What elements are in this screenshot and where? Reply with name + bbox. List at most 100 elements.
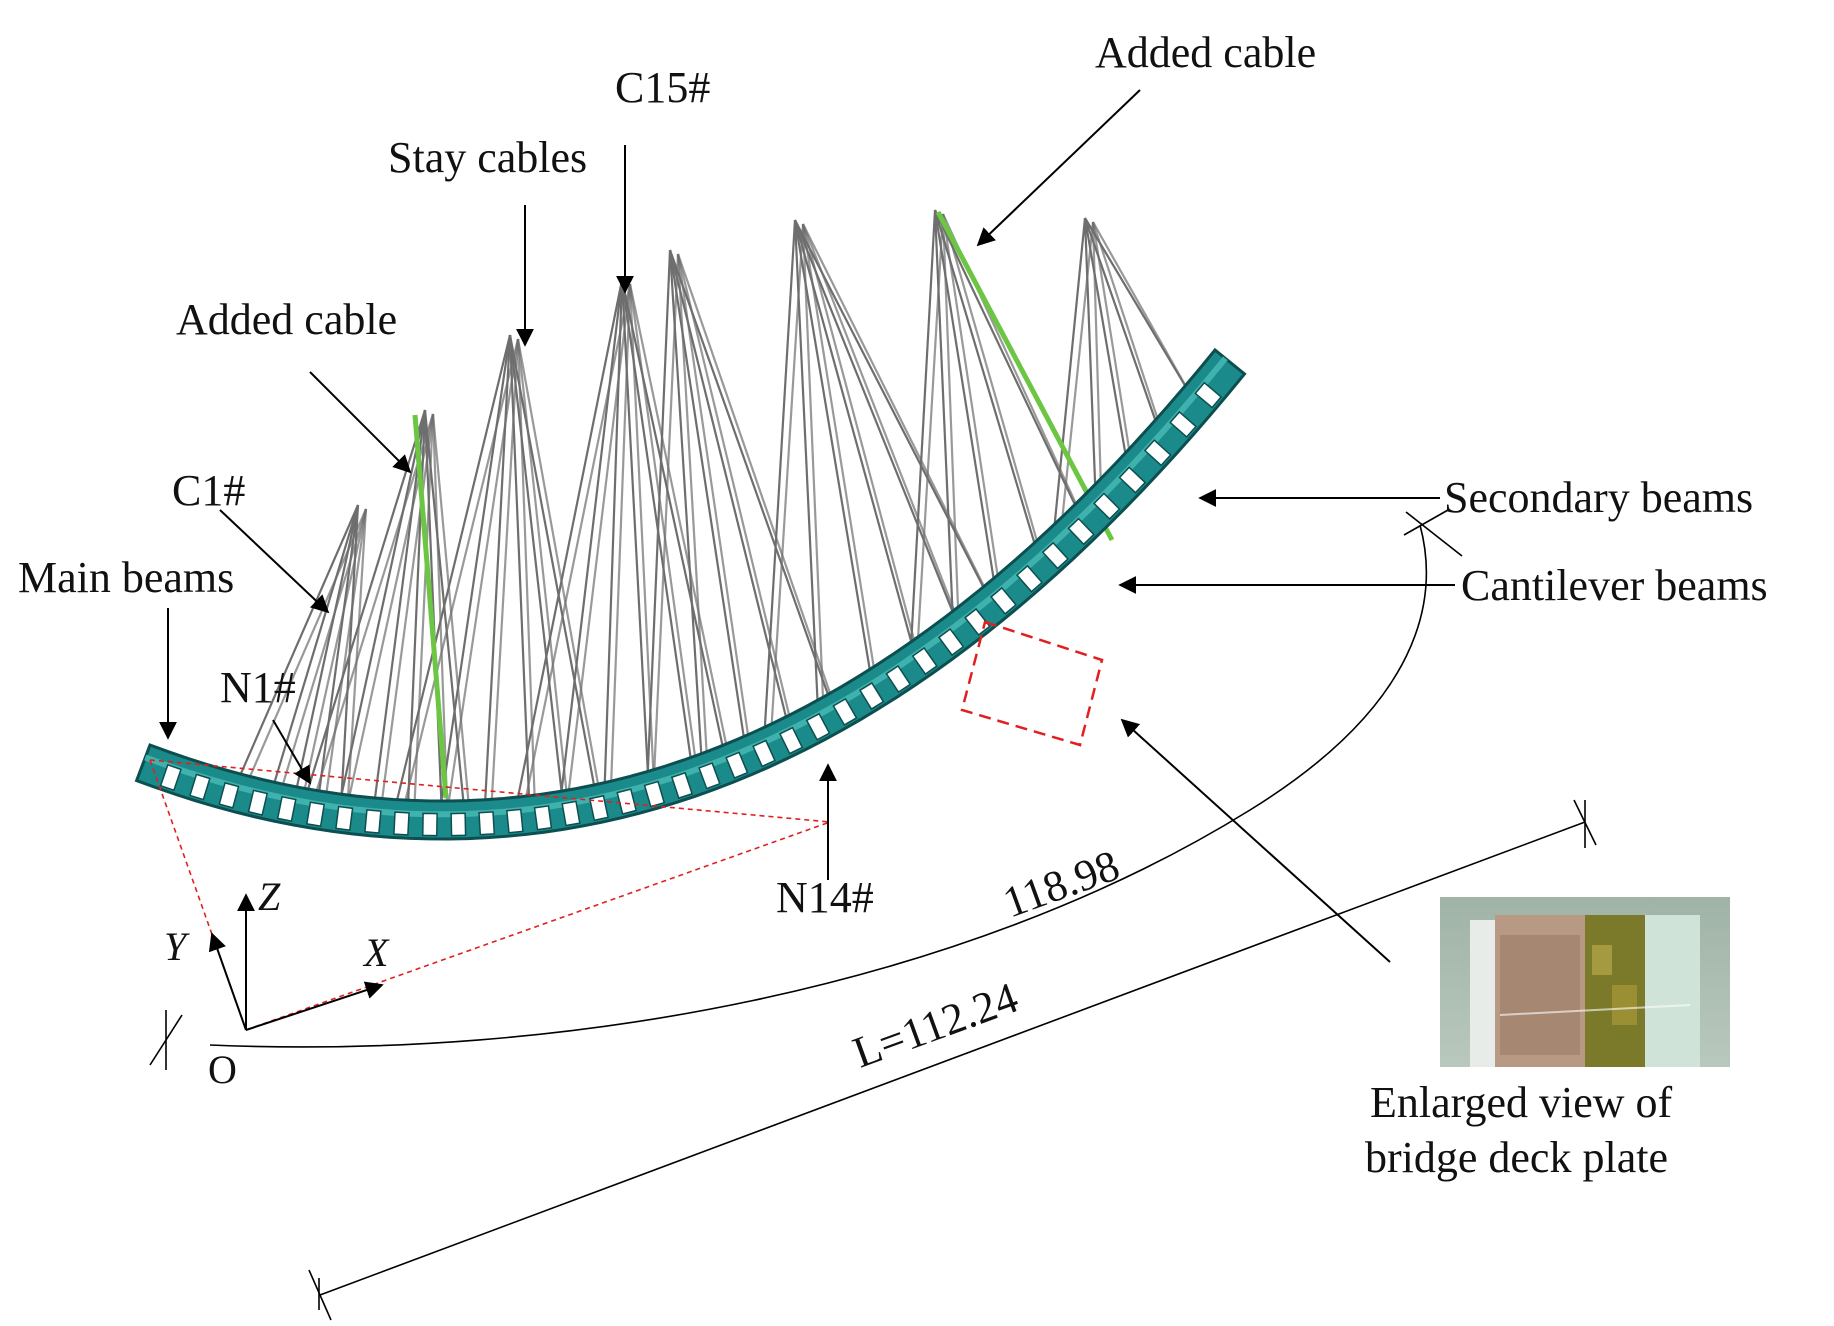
label-axis-z: Z (258, 874, 281, 919)
label-added-cable-left: Added cable (176, 295, 397, 344)
leader-n1 (272, 719, 311, 785)
stay-cable (279, 508, 368, 793)
stay-cable (1059, 221, 1095, 535)
secondary-beam-opening (159, 763, 182, 792)
secondary-beam-opening (1143, 439, 1172, 467)
leader-added-cable-top (976, 89, 1141, 247)
arc-dimension-tick-right-bar (1403, 509, 1449, 536)
inset-caption-line2: bridge deck plate (1365, 1133, 1668, 1182)
stay-cable (628, 283, 698, 768)
label-n14: N14# (776, 873, 874, 922)
label-origin: O (208, 1047, 237, 1092)
stay-cable (676, 253, 709, 764)
stay-cable (769, 223, 805, 738)
deck-plate-photo (1440, 897, 1730, 1067)
stay-cable (490, 338, 520, 810)
stay-cable (793, 219, 954, 612)
stay-cable (431, 413, 449, 812)
label-secondary-beams: Secondary beams (1444, 473, 1753, 522)
secondary-beam-opening (990, 586, 1017, 615)
leader-added-cable-left (309, 371, 412, 474)
secondary-beam-opening (247, 789, 269, 816)
label-main-beams: Main beams (18, 553, 234, 602)
stay-cable (402, 338, 520, 810)
label-arc-length: 118.98 (997, 841, 1126, 928)
stay-cable (763, 219, 797, 728)
label-added-cable-top: Added cable (1095, 28, 1316, 77)
stay-cable (628, 283, 730, 756)
secondary-beam-opening (533, 805, 553, 831)
label-stay-cables: Stay cables (388, 133, 587, 182)
axis-x-arrow (245, 981, 384, 1031)
secondary-beam-opening (189, 773, 211, 801)
stay-cable (1091, 221, 1133, 464)
secondary-beam-opening (364, 809, 382, 834)
secondary-beam-opening (393, 811, 410, 836)
stay-cable (413, 413, 435, 811)
stay-cable (609, 283, 632, 793)
secondary-beam-opening (885, 664, 912, 694)
secondary-beam-opening (218, 781, 240, 809)
secondary-beam-opening (1067, 517, 1095, 546)
secondary-beam-opening (725, 751, 749, 779)
secondary-beam-opening (1092, 492, 1121, 521)
stay-cable (933, 209, 954, 612)
stay-cable (516, 338, 602, 796)
arc-dimension-line (209, 524, 1428, 1048)
stay-cable (239, 504, 360, 775)
stay-cable (916, 213, 945, 652)
stay-cable (1053, 217, 1087, 525)
secondary-beam-opening (805, 712, 831, 741)
stay-cable (1092, 221, 1193, 397)
secondary-beam-opening (1169, 410, 1197, 439)
projection-line-x (149, 759, 831, 823)
stay-cable (934, 209, 1076, 506)
deck-plate-highlight-box (960, 620, 1104, 747)
stay-cable (273, 504, 360, 783)
stay-cable (522, 283, 632, 808)
secondary-beam-opening (1194, 381, 1223, 409)
secondary-beam-opening (937, 627, 965, 657)
stay-cable (801, 223, 825, 711)
stay-cable (802, 223, 991, 598)
secondary-beam-opening (1041, 541, 1070, 570)
leader-c1 (219, 509, 330, 614)
stay-cable (508, 334, 563, 792)
span-dimension-tick-left (308, 1269, 332, 1321)
stay-cable (793, 219, 871, 670)
stay-cable (324, 508, 368, 802)
arc-dimension-tick-right (1405, 511, 1463, 557)
secondary-beam-opening (276, 795, 297, 823)
bridge-deck (134, 347, 1247, 841)
secondary-beam-opening (561, 800, 581, 827)
stay-cable (440, 334, 512, 802)
label-c15: C15# (615, 63, 710, 112)
stay-cable (676, 253, 836, 705)
secondary-beam-opening (506, 808, 524, 834)
stay-cable (1083, 217, 1097, 485)
stay-cable (668, 249, 830, 695)
stay-cable (676, 253, 794, 728)
stay-cable (1091, 221, 1103, 495)
secondary-beam-opening (858, 681, 885, 711)
stay-cable (603, 279, 624, 783)
label-n1: N1# (220, 663, 296, 712)
axis-y-arrow (208, 932, 247, 1031)
secondary-beam-opening (698, 762, 721, 790)
stay-cable (245, 508, 368, 785)
label-axis-x: X (362, 930, 390, 975)
secondary-beam-opening (335, 805, 354, 831)
secondary-beam-opening (1118, 466, 1147, 494)
added-cable-left (412, 414, 449, 799)
stay-cable (910, 209, 937, 642)
secondary-beam-opening (588, 794, 609, 822)
added-cable-right (935, 210, 1115, 542)
secondary-beam-opening (616, 788, 638, 815)
secondary-beam-opening (450, 812, 467, 837)
stay-cable (620, 279, 724, 746)
stay-cable (801, 223, 877, 680)
secondary-beam-opening (911, 646, 938, 676)
stay-cable (801, 223, 960, 622)
stay-cable (676, 253, 751, 747)
